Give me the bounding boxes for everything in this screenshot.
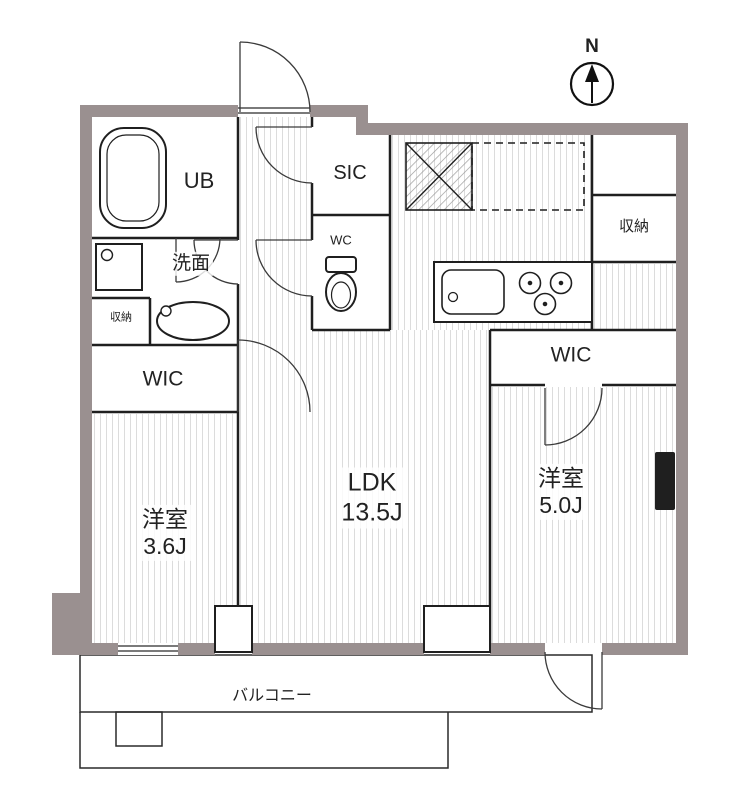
room-label-storage-left: 収納 — [107, 310, 135, 326]
ldk-name: LDK — [347, 468, 397, 497]
floor-right-strip — [594, 264, 676, 330]
bedroom-left-name: 洋室 — [142, 505, 188, 532]
door-wc — [255, 239, 313, 297]
washing-machine-icon — [95, 243, 143, 291]
pipe-space — [655, 452, 675, 510]
ldk-size: 13.5J — [341, 498, 403, 526]
interior-walls — [92, 117, 676, 643]
room-label-sic: SIC — [330, 161, 370, 187]
room-label-ldk: LDK 13.5J — [338, 467, 406, 529]
door-entrance — [239, 41, 311, 113]
window-box-ldk-left — [214, 605, 253, 653]
balcony-outline — [79, 654, 593, 769]
balcony-label: バルコニー — [229, 686, 315, 708]
bedroom-left-size: 3.6J — [143, 533, 187, 559]
refrigerator-space-icon — [405, 142, 473, 211]
outer-walls — [52, 105, 688, 655]
washbasin-icon — [156, 301, 230, 341]
door-balcony — [544, 651, 603, 710]
room-label-wic-right: WIC — [547, 342, 595, 370]
window-box-ldk-right — [423, 605, 491, 653]
bedroom-right-size: 5.0J — [539, 492, 583, 518]
room-label-storage-right: 収納 — [615, 217, 653, 237]
room-label-unit-bath: UB — [180, 167, 218, 195]
compass-label: N — [585, 35, 599, 57]
door-arcs — [175, 41, 603, 710]
window-bedroom-left — [118, 643, 178, 655]
kitchen-counter — [433, 261, 593, 323]
door-bedroom-right — [544, 387, 603, 446]
door-hall-to-ldk — [237, 339, 311, 413]
dashed-area — [471, 142, 585, 211]
room-label-wc: WC — [327, 231, 355, 249]
bathtub-icon — [99, 127, 167, 229]
door-sic — [255, 126, 313, 184]
kitchen-sink-icon — [441, 269, 505, 315]
room-label-washroom: 洗面 — [168, 251, 214, 277]
compass-icon — [569, 61, 615, 107]
room-label-bedroom-right: 洋室 5.0J — [535, 463, 587, 521]
room-label-bedroom-left: 洋室 3.6J — [139, 504, 191, 562]
bedroom-right-name: 洋室 — [538, 464, 584, 491]
room-label-wic-left: WIC — [139, 366, 187, 394]
toilet-icon — [325, 256, 357, 312]
entrance-threshold — [238, 105, 310, 117]
stove-icon — [518, 271, 573, 316]
